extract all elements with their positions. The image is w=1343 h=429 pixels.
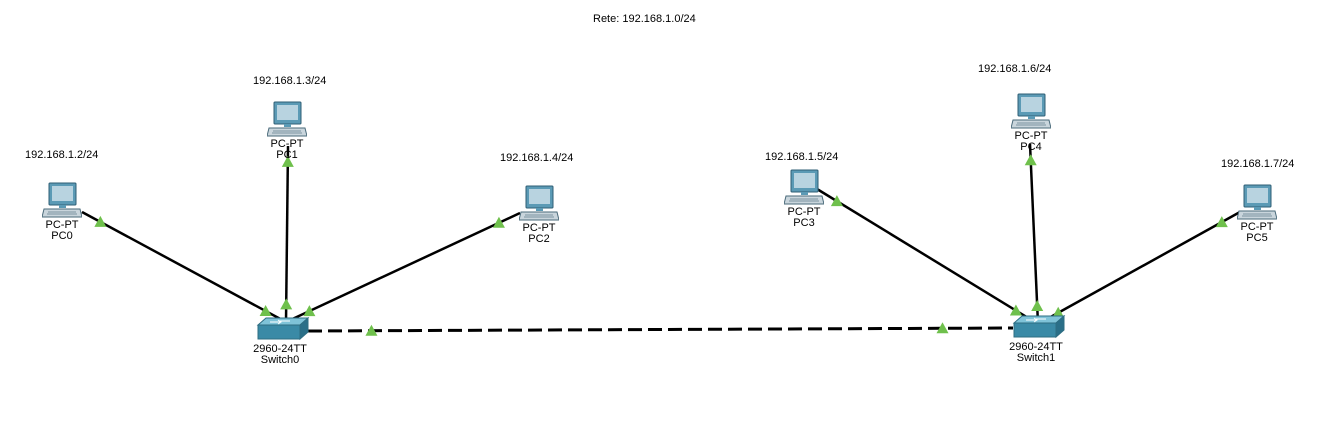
port-status-up-pc3 [830, 195, 843, 207]
switch-icon [257, 317, 309, 340]
device-model: PC-PT [270, 138, 304, 150]
device-pc1[interactable]: PC-PT PC1 [267, 101, 307, 161]
port-status-up-switch0 [365, 324, 378, 336]
port-status-up-pc1 [281, 155, 294, 167]
device-name: PC0 [51, 230, 73, 242]
device-model: 2960-24TT [1009, 341, 1063, 353]
link-pc2-switch0[interactable] [285, 211, 521, 324]
switch-icon [1013, 315, 1065, 338]
device-name: Switch0 [260, 354, 300, 366]
link-pc5-switch1[interactable] [1037, 210, 1241, 326]
pc-icon [42, 182, 82, 218]
device-name: PC4 [1020, 141, 1042, 153]
port-status-up-pc2 [492, 216, 505, 228]
device-model: PC-PT [1014, 130, 1048, 142]
device-pc0[interactable]: PC-PT PC0 [42, 182, 82, 242]
pc-icon [519, 185, 559, 221]
link-pc1-switch0[interactable] [284, 145, 290, 323]
port-status-up-switch1 [1031, 300, 1044, 311]
ip-note-pc1[interactable]: 192.168.1.3/24 [250, 74, 330, 89]
device-name: PC2 [528, 233, 550, 245]
pc-icon [1237, 184, 1277, 220]
ip-note-pc0[interactable]: 192.168.1.2/24 [22, 148, 102, 163]
device-name: PC5 [1246, 232, 1268, 244]
port-status-up-pc0 [94, 215, 107, 227]
pc-icon [1011, 93, 1051, 129]
port-status-up-pc4 [1024, 154, 1037, 166]
port-status-up-switch1 [936, 322, 949, 334]
device-name: PC1 [276, 149, 298, 161]
link-pc3-switch1[interactable] [816, 187, 1039, 326]
port-status-up-switch1 [1009, 304, 1022, 316]
port-status-up-pc5 [1215, 216, 1228, 228]
device-pc2[interactable]: PC-PT PC2 [519, 185, 559, 245]
device-model: PC-PT [45, 219, 79, 231]
link-pc4-switch1[interactable] [1028, 143, 1040, 325]
port-status-up-switch0 [303, 305, 316, 317]
device-pc5[interactable]: PC-PT PC5 [1237, 184, 1277, 244]
ip-note-pc5[interactable]: 192.168.1.7/24 [1218, 157, 1298, 172]
device-model: 2960-24TT [253, 343, 307, 355]
ip-note-pc3[interactable]: 192.168.1.5/24 [762, 150, 842, 165]
port-status-up-switch1 [1052, 306, 1065, 318]
port-status-up-switch0 [259, 305, 272, 316]
device-model: PC-PT [1240, 221, 1274, 233]
link-switch0-switch1[interactable] [307, 326, 1014, 333]
device-name: Switch1 [1016, 352, 1056, 364]
device-switch1[interactable]: 2960-24TT Switch1 [1006, 314, 1066, 364]
ip-note-pc2[interactable]: 192.168.1.4/24 [497, 151, 577, 166]
device-pc4[interactable]: PC-PT PC4 [1011, 93, 1051, 153]
device-pc3[interactable]: PC-PT PC3 [784, 169, 824, 229]
device-switch0[interactable]: 2960-24TT Switch0 [250, 316, 310, 366]
device-name: PC3 [793, 217, 815, 229]
pc-icon [267, 101, 307, 137]
pc-icon [784, 169, 824, 205]
port-status-up-switch0 [280, 298, 293, 310]
network-note[interactable]: Rete: 192.168.1.0/24 [590, 12, 699, 27]
device-model: PC-PT [522, 222, 556, 234]
device-model: PC-PT [787, 206, 821, 218]
ip-note-pc4[interactable]: 192.168.1.6/24 [975, 62, 1055, 77]
link-pc0-switch0[interactable] [81, 210, 287, 324]
